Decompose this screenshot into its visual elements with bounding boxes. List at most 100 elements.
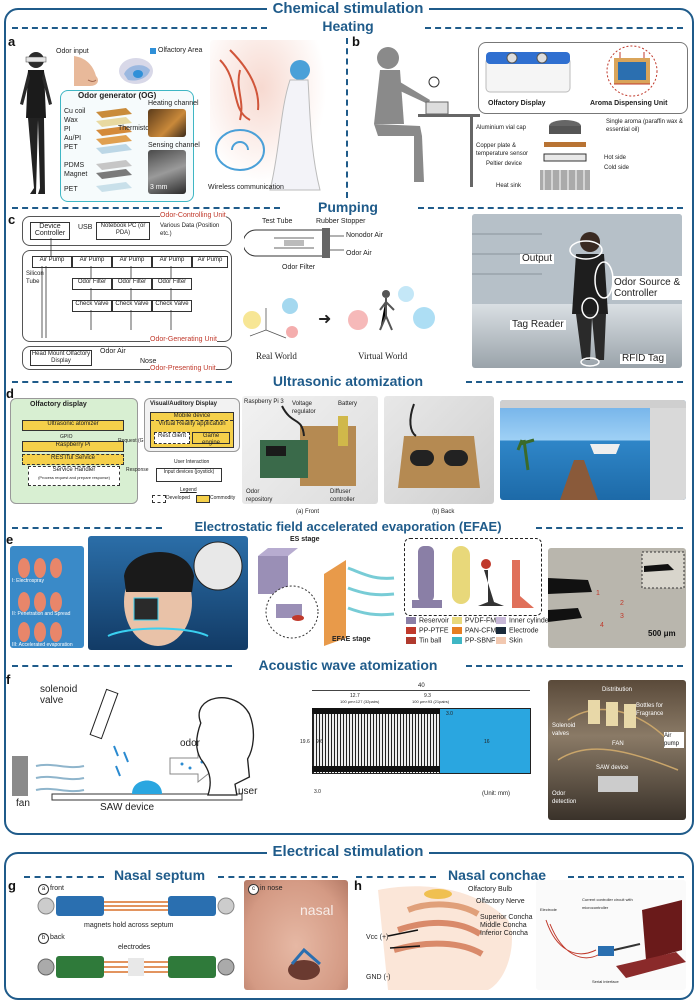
acoustic-photo-label: Bottles for Fragrance: [636, 703, 664, 717]
dim-bot: 3.0: [314, 789, 321, 795]
cold-side-label: Cold side: [604, 165, 630, 171]
acoustic-scene: [12, 688, 255, 801]
virtual-world-scene: [348, 286, 435, 331]
nonodor-air-label: Nonodor Air: [346, 232, 383, 239]
saw-electrode-area: [312, 708, 442, 774]
controlling-unit-frame: [22, 216, 232, 246]
panel-label-a: a: [8, 34, 16, 49]
world-arrow: ➜: [318, 311, 332, 328]
magnets-label: magnets hold across septum: [84, 922, 174, 929]
heating-title: Heating: [322, 18, 374, 34]
sensing-channel-photo: [148, 150, 186, 194]
pumping-line-right: [418, 207, 683, 209]
efae-components-frame: [404, 538, 542, 616]
rpi3-label: Raspberry Pi 3: [244, 399, 284, 405]
legend-item: Reservoir: [406, 617, 449, 624]
inferior-label: Inferior Concha: [480, 930, 528, 937]
vial-cap-label: Aluminium vial cap: [476, 125, 527, 131]
electrodes-label: electrodes: [118, 944, 151, 951]
ultrasonic-atomizer-box: Ultrasonic atomizer: [22, 420, 124, 431]
sensing-channel-label: Sensing channel: [148, 142, 200, 149]
vr-scene-screenshot: [500, 400, 686, 500]
serial-label: Serial interface: [592, 979, 619, 984]
og-layer: Magnet: [64, 171, 88, 178]
peltier-label: Peltier device: [486, 161, 523, 167]
legend-text: PVDF-FM: [465, 617, 497, 625]
efae-line-right: [536, 527, 683, 529]
user-interaction-label: User Interaction: [174, 459, 210, 465]
micro-scale: 500 μm: [648, 629, 676, 638]
legend-label: Legend: [180, 487, 197, 493]
dim-inner: 9.6: [316, 739, 323, 745]
gnd-label: GND (-): [366, 974, 391, 981]
heating-channel-label: Heating channel: [148, 100, 199, 107]
service-handler-label: Service Handler: [52, 467, 96, 473]
in-nose-label: in nose: [260, 885, 283, 892]
air-pump-box: Air Pump: [32, 256, 72, 268]
olfactory-display-title: Olfactory display: [30, 401, 87, 408]
legend-text: PAN-CFM: [465, 627, 497, 635]
conchae-line-right: [568, 876, 684, 878]
check-valve-box: Check Valve: [112, 300, 152, 312]
various-data-label: Various Data (Position etc.): [160, 223, 220, 237]
odor-label: odor: [180, 738, 201, 749]
thermistor-label: Thermistor: [118, 125, 152, 132]
nasal-anatomy: [378, 886, 512, 990]
legend-swatch: [452, 627, 462, 634]
legend-commodity-swatch: [196, 495, 210, 503]
presenting-unit-label: Odor-Presenting Unit: [150, 365, 216, 373]
olfactory-area-label: Olfactory Area: [158, 47, 203, 54]
acoustic-photo-label: Odor detection: [552, 791, 577, 805]
dim-top: 40: [418, 683, 425, 689]
front-caption: (a) Front: [296, 509, 320, 515]
legend-item: PP-SBNF: [452, 637, 495, 644]
odor-filter-box: Odor Filter: [152, 278, 192, 290]
visual-display-title: Visual/Auditory Display: [150, 401, 217, 407]
og-layer: PET: [64, 144, 78, 151]
saw-diagram: [312, 700, 531, 784]
odor-filter-box: Odor Filter: [72, 278, 112, 290]
panel-label-g: g: [8, 878, 16, 893]
es-stage-diagram: [258, 548, 395, 646]
nasal-word: nasal: [300, 902, 334, 918]
acoustic-line-right: [466, 665, 683, 667]
presenting-unit-frame: [22, 346, 232, 370]
device-front-photo: [242, 396, 378, 504]
odor-air2-label: Odor Air: [346, 250, 372, 257]
heating-line-left: [12, 27, 267, 29]
heating-channel-photo: [148, 109, 186, 137]
rubber-stopper-label: Rubber Stopper: [316, 218, 366, 225]
generating-unit-label: Odor-Generating Unit: [150, 336, 217, 344]
legend-swatch: [406, 617, 416, 624]
dim-a-sub: 100 μm×127 (32pairs): [340, 699, 380, 704]
response-label: Response: [126, 467, 149, 473]
panel-ab-divider: [346, 38, 348, 198]
voltage-label: Voltage regulator: [292, 401, 316, 415]
output-label: Output: [520, 253, 555, 264]
air-pump-box: Air Pump: [192, 256, 228, 268]
panel-label-f: f: [6, 672, 11, 687]
dim-top-line: [312, 690, 530, 691]
legend-developed-swatch: [152, 495, 166, 503]
head-mount-box: Head Mount Olfactory Display: [30, 350, 92, 366]
odor-source-label: Odor Source & Controller: [612, 276, 686, 300]
vcc-label: Vcc (+): [366, 934, 389, 941]
legend-text: Tin ball: [419, 637, 442, 645]
efae-step: III: Accelerated evaporation: [12, 642, 73, 648]
es-stage-label: ES stage: [290, 536, 320, 543]
heating-stack-diagram: [540, 120, 590, 190]
legend-item: Tin ball: [406, 637, 441, 644]
notebook-box: Notebook PC (or PDA): [96, 222, 150, 240]
legend-swatch: [452, 617, 462, 624]
og-layer: PET: [64, 186, 78, 193]
saw-top-bar: [312, 708, 440, 714]
conchae-line-left: [356, 876, 436, 878]
legend-swatch: [496, 627, 506, 634]
single-aroma-label: Single aroma (paraffin wax & essential o…: [606, 119, 683, 133]
chemical-title-bg: Chemical stimulation: [0, 0, 696, 17]
panel-label-c: c: [8, 212, 16, 227]
acoustic-title: Acoustic wave atomization: [258, 657, 438, 673]
legend-text: Electrode: [509, 627, 539, 635]
olfactory-bulb-label: Olfactory Bulb: [468, 886, 512, 893]
pump-tubing-lines: [41, 238, 172, 338]
